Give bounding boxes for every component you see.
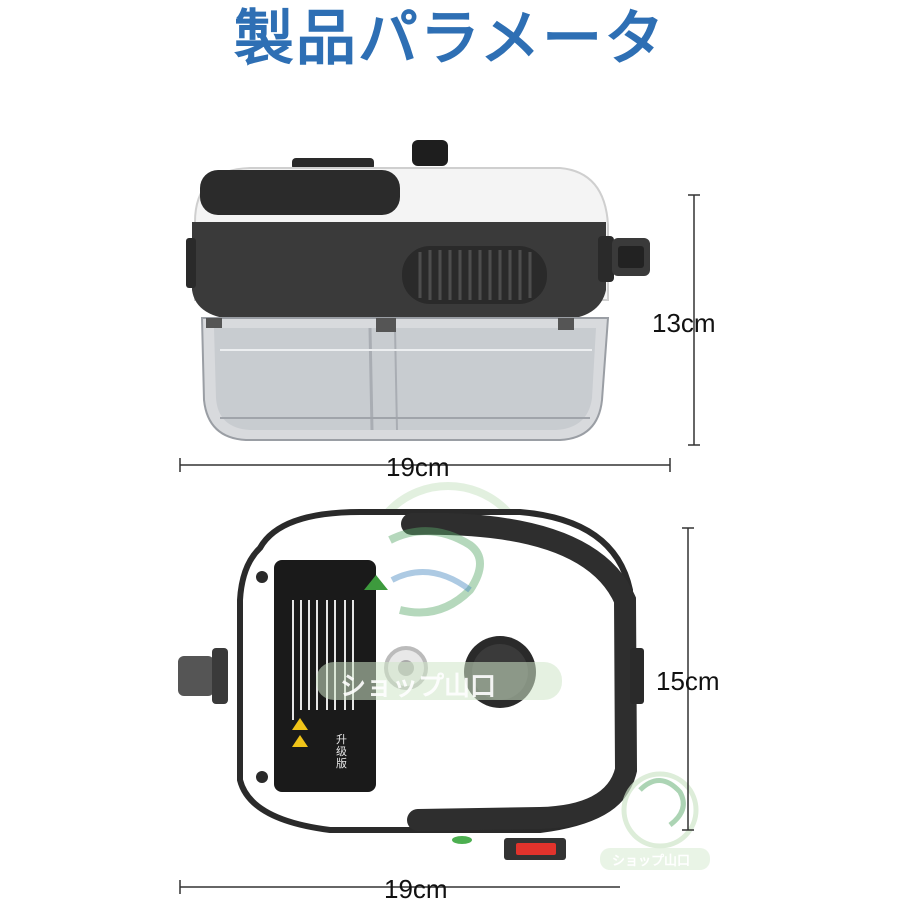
side-height-label: 13cm [652,308,716,338]
label-grade-text: 升级版 [336,733,347,770]
watermark-small-shop-name: ショップ山口 [612,854,691,869]
watermark-shop-name: ショップ山口 [340,672,497,702]
side-width-label: 19cm [386,452,450,482]
top-depth-label: 15cm [656,666,720,696]
top-width-label: 19cm [384,874,448,904]
vent-grille [402,246,547,304]
page-title: 製品パラメータ [233,4,667,74]
